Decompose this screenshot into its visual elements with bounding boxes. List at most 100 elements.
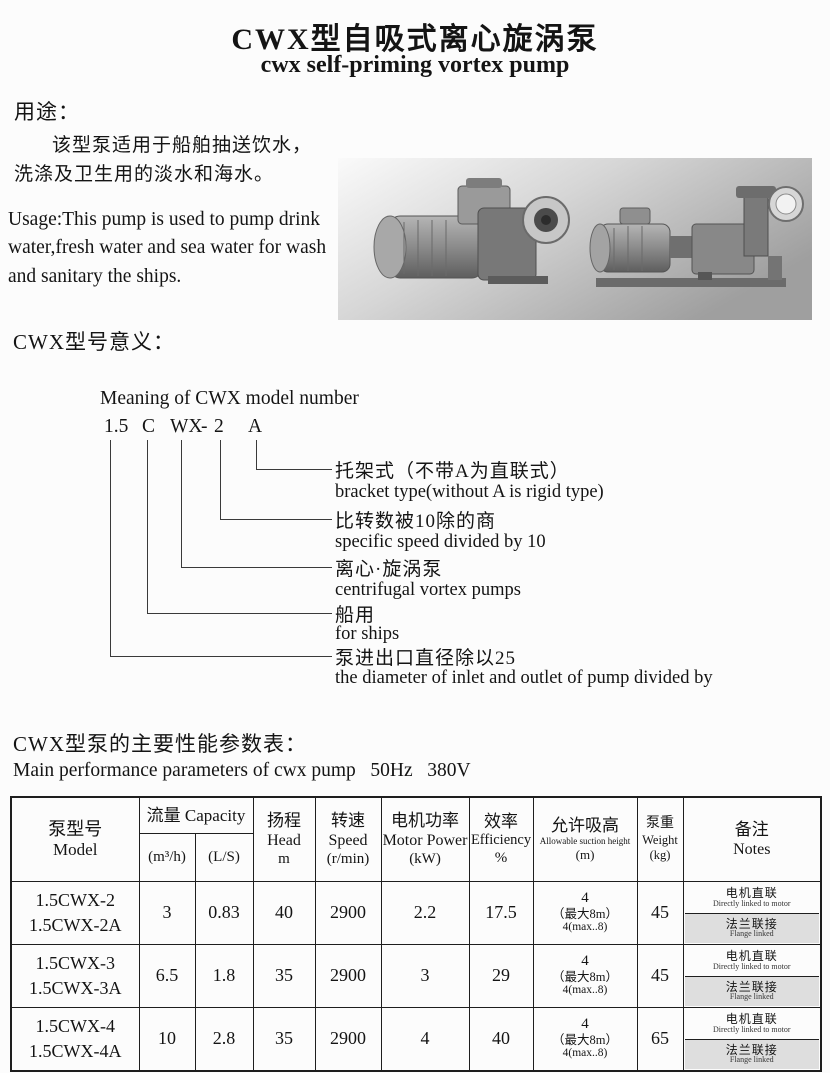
cell-efficiency: 29 [468, 943, 534, 1008]
col-header-capacity-label: 流量 Capacity [146, 805, 246, 825]
note-flange-link: 法兰联接 Flange linked [684, 975, 820, 1006]
cell-efficiency: 40 [468, 1006, 534, 1071]
model-name: 1.5CWX-3A [29, 977, 122, 998]
col-header-efficiency-en: Efficiency [470, 831, 532, 848]
cell-power: 3 [380, 943, 470, 1008]
meaning-label-cn: 托架式（不带A为直联式） [335, 461, 570, 482]
meaning-label-cn: 比转数被10除的商 [335, 511, 497, 532]
note-cn: 法兰联接 [725, 916, 778, 931]
cell-power: 4 [380, 1006, 470, 1071]
note-cn: 法兰联接 [725, 979, 778, 994]
col-header-speed-cn: 转速 [331, 810, 366, 830]
col-header-notes-cn: 备注 [734, 820, 769, 840]
model-name: 1.5CWX-2 [35, 890, 116, 911]
cell-weight: 45 [636, 880, 684, 945]
note-cn: 电机直联 [725, 1012, 778, 1026]
note-cn: 法兰联接 [725, 1042, 778, 1057]
col-header-notes-en: Notes [733, 841, 771, 859]
cell-notes: 电机直联 Directly linked to motor 法兰联接 Flang… [682, 943, 822, 1008]
col-header-head: 扬程 Head m [252, 796, 316, 882]
connector-line [256, 440, 332, 470]
cell-head: 35 [252, 943, 316, 1008]
col-header-power-en: Motor Power [382, 831, 468, 849]
cell-capacity-m3h: 6.5 [138, 943, 196, 1008]
note-flange-link: 法兰联接 Flange linked [684, 1038, 820, 1069]
pump-photos-image [338, 158, 812, 320]
cell-weight: 45 [636, 943, 684, 1008]
col-header-notes: 备注 Notes [682, 796, 822, 882]
col-header-model-cn: 泵型号 [48, 818, 103, 839]
usage-cn-line2: 洗涤及卫生用的淡水和海水。 [14, 163, 275, 185]
cell-suction: 4 （最大8m） 4(max..8) [532, 880, 638, 945]
page-title-english: cwx self-priming vortex pump [260, 52, 570, 78]
usage-cn-line1: 该型泵适用于船舶抽送饮水， [52, 135, 313, 156]
note-en: Flange linked [729, 992, 774, 1002]
model-token-type: WX [170, 416, 203, 437]
col-header-weight-en: Weight [642, 832, 678, 847]
meaning-label-en: the diameter of inlet and outlet of pump… [335, 668, 713, 688]
cell-capacity-m3h: 10 [138, 1006, 196, 1071]
model-token-diameter: 1.5 [104, 416, 129, 437]
note-en: Directly linked to motor [712, 898, 791, 908]
col-header-power-cn: 电机功率 [391, 810, 460, 830]
col-header-head-en: Head [267, 831, 301, 849]
note-flange-link: 法兰联接 Flange linked [684, 912, 820, 943]
cell-notes: 电机直联 Directly linked to motor 法兰联接 Flang… [682, 1006, 822, 1071]
model-token-speed: 2 [214, 416, 224, 437]
model-meaning-heading-en: Meaning of CWX model number [100, 388, 359, 409]
parameters-heading-cn: CWX型泵的主要性能参数表： [13, 732, 307, 756]
note-cn: 电机直联 [725, 886, 778, 900]
parameters-heading-en: Main performance parameters of cwx pump … [13, 760, 471, 781]
note-en: Flange linked [729, 1055, 774, 1065]
note-en: Flange linked [729, 929, 774, 939]
suction-max-cn: （最大8m） [552, 969, 618, 984]
cell-model: 1.5CWX-2 1.5CWX-2A [10, 880, 140, 945]
suction-value: 4 [581, 1015, 589, 1032]
usage-heading: 用途： [14, 100, 80, 124]
suction-max-en: 4(max..8) [562, 983, 608, 996]
col-header-efficiency-unit: % [494, 850, 508, 867]
col-subheader-ls: (L/S) [194, 832, 254, 882]
meaning-label-cn: 泵进出口直径除以25 [335, 648, 517, 669]
meaning-label-en: bracket type(without A is rigid type) [335, 482, 604, 502]
col-header-weight-unit: (kg) [649, 847, 671, 862]
note-en: Directly linked to motor [712, 1024, 791, 1034]
col-header-capacity: 流量 Capacity [138, 796, 254, 834]
suction-max-cn: （最大8m） [552, 906, 618, 921]
meaning-label-en: for ships [335, 624, 400, 644]
meaning-label-cn: 离心·旋涡泵 [335, 559, 443, 580]
cell-efficiency: 17.5 [468, 880, 534, 945]
table-row: 1.5CWX-2 1.5CWX-2A 3 0.83 40 2900 2.2 17… [10, 880, 822, 945]
note-direct-link: 电机直联 Directly linked to motor [685, 1009, 820, 1039]
model-meaning-heading-cn: CWX型号意义： [13, 330, 175, 354]
usage-paragraph-chinese: 该型泵适用于船舶抽送饮水， 洗涤及卫生用的淡水和海水。 [14, 132, 344, 189]
col-header-speed-unit: (r/min) [326, 851, 370, 868]
model-token-ship: C [142, 416, 156, 437]
col-header-efficiency: 效率 Efficiency % [468, 796, 534, 882]
model-token-bracket: A [248, 416, 263, 437]
model-name: 1.5CWX-2A [29, 914, 122, 935]
cell-capacity-ls: 1.8 [194, 943, 254, 1008]
cell-head: 40 [252, 880, 316, 945]
connector-line [220, 440, 332, 520]
pump-photo-right [589, 186, 804, 287]
cell-suction: 4 （最大8m） 4(max..8) [532, 943, 638, 1008]
col-subheader-m3h: (m³/h) [138, 832, 196, 882]
col-header-suction-en: Allowable suction height [539, 836, 631, 847]
cell-model: 1.5CWX-3 1.5CWX-3A [10, 943, 140, 1008]
col-header-efficiency-cn: 效率 [484, 811, 519, 831]
col-header-power: 电机功率 Motor Power (kW) [380, 796, 470, 882]
model-name: 1.5CWX-4A [29, 1040, 122, 1061]
col-subheader-ls-label: (L/S) [208, 848, 240, 865]
note-direct-link: 电机直联 Directly linked to motor [685, 883, 820, 913]
col-header-suction-cn: 允许吸高 [551, 816, 620, 836]
model-token-hyphen: - [201, 416, 208, 437]
meaning-label-en: centrifugal vortex pumps [335, 580, 521, 600]
col-header-weight: 泵重 Weight (kg) [636, 796, 684, 882]
suction-max-en: 4(max..8) [562, 1046, 608, 1059]
cell-head: 35 [252, 1006, 316, 1071]
meaning-label-en: specific speed divided by 10 [335, 532, 546, 552]
connector-line [110, 440, 332, 657]
suction-value: 4 [581, 889, 589, 906]
